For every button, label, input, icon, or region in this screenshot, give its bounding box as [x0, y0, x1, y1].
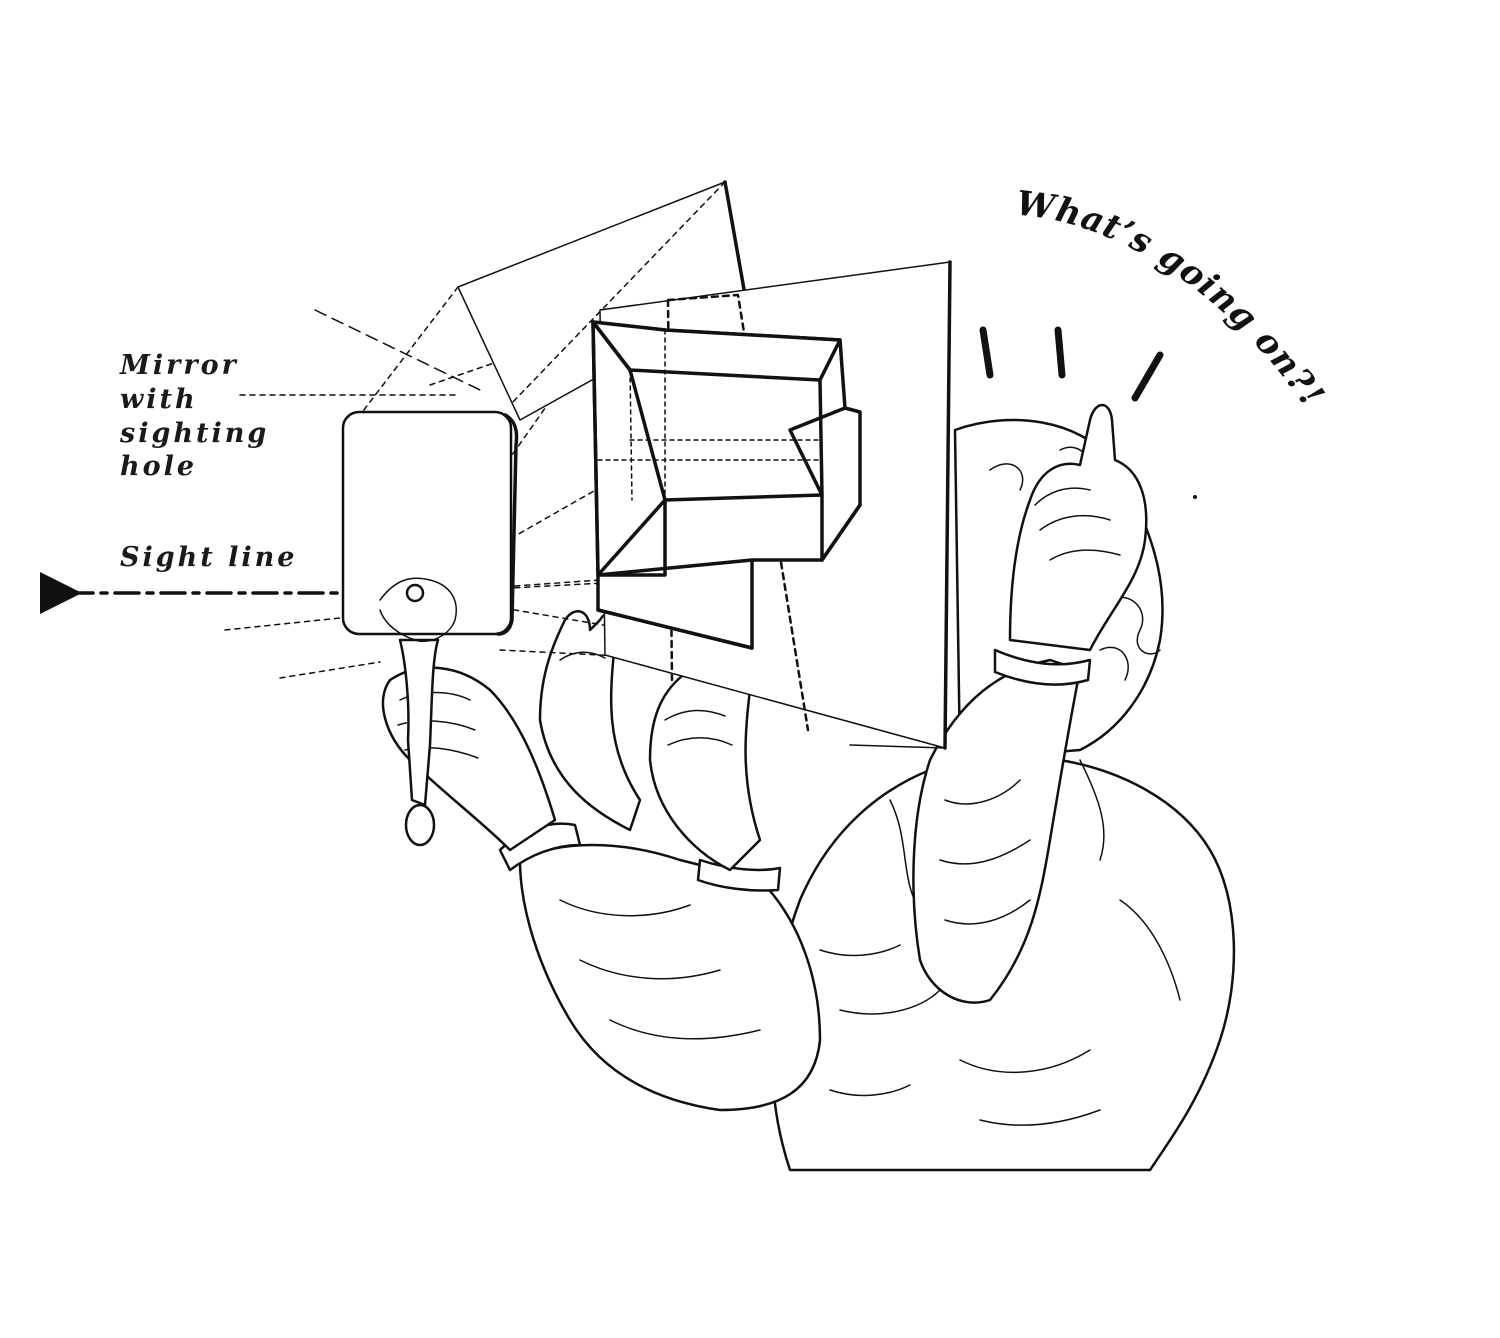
mirror-label-line-1: Mirror: [119, 350, 239, 381]
front-panel-edge: [943, 260, 952, 750]
figure-panel-fingers: [559, 651, 733, 746]
mirror-frame: [341, 410, 513, 636]
figure-hair-curls: [989, 446, 1161, 681]
mirror-handle-ornament: [379, 577, 457, 642]
mirror-frame-edge: [496, 413, 519, 636]
front-panel-bottom: [849, 744, 946, 749]
surprise-stroke: [979, 326, 994, 379]
figure-coat-folds: [819, 899, 1181, 1126]
figure-right-cuff: [993, 648, 1092, 686]
figure-right-hand: [1008, 403, 1148, 652]
figure-left-sleeve-folds: [559, 899, 761, 1040]
projection-line: [314, 309, 481, 391]
hand-mirror: [341, 410, 519, 847]
sight-line-label: Sight line: [120, 542, 297, 573]
projection-line: [224, 617, 341, 631]
figure-right-fingers: [1034, 487, 1121, 561]
projection-line: [509, 181, 726, 406]
exclamation-textpath: What’s going on?!: [1014, 183, 1331, 414]
figure-illustration: [381, 403, 1236, 1172]
block-object: [591, 320, 862, 650]
mirror-handle-ring: [404, 803, 436, 847]
figure-panel-hand-right: [648, 663, 762, 872]
mirror-label-line-4: hole: [120, 451, 197, 482]
mirror-label-line-3: sighting: [119, 418, 269, 449]
surprise-strokes: [979, 326, 1164, 402]
ink-dot: [1193, 495, 1197, 499]
block-inner-edges: [591, 320, 862, 650]
surprise-stroke: [1131, 351, 1164, 402]
projection-line: [499, 649, 701, 661]
projection-line: [279, 661, 381, 679]
surprise-stroke: [1054, 326, 1066, 379]
mirror-label-line-2: with: [120, 384, 198, 415]
block-hidden-edges: [597, 329, 823, 501]
figure-right-sleeve-folds: [939, 779, 1031, 925]
projection-line: [359, 286, 459, 416]
sighting-hole: [405, 583, 425, 603]
mirror-label: Mirror with sighting hole: [119, 350, 269, 482]
exclamation-text: What’s going on?!: [1014, 183, 1332, 414]
back-panel-edge: [723, 180, 747, 297]
figure-left-sleeve: [518, 843, 822, 1112]
